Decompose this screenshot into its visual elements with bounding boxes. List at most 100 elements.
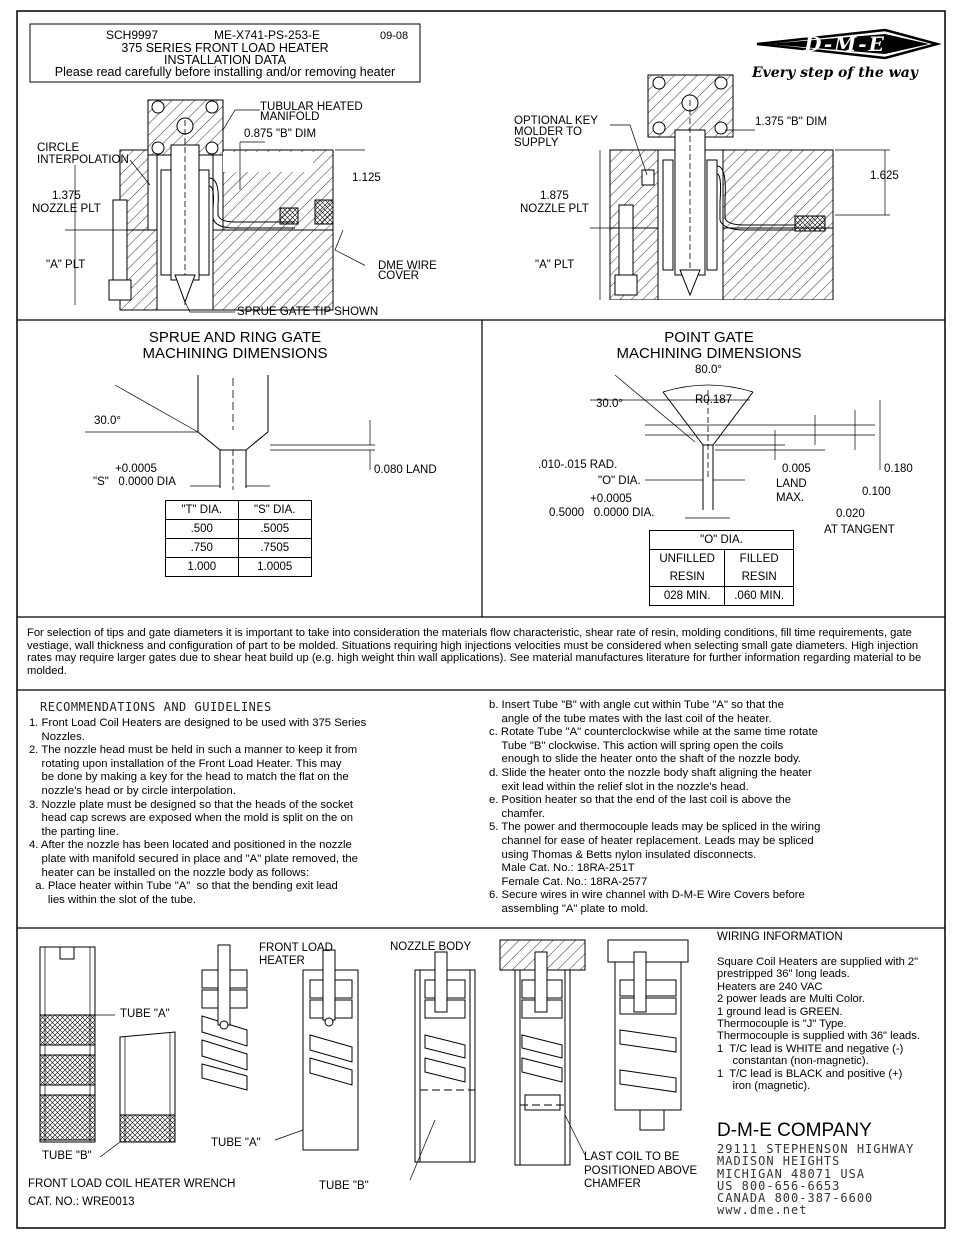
- list-item: 1 T/C lead is WHITE and negative (-): [717, 1042, 904, 1055]
- list-item: heater can be installed on the nozzle bo…: [29, 866, 310, 879]
- table-cell: UNFILLED: [648, 549, 726, 568]
- tube-b-label: TUBE "B": [42, 1150, 92, 1162]
- tube-b-label-2: TUBE "B": [319, 1180, 369, 1192]
- point-gate-radius: R0.187: [695, 394, 733, 406]
- t-dia-header: "T" DIA.: [165, 500, 239, 520]
- table-cell: RESIN: [724, 568, 794, 587]
- land-max-label-2: MAX.: [776, 492, 805, 504]
- list-item: US 800-656-6653: [717, 1178, 841, 1193]
- list-item: 1 ground lead is GREEN.: [717, 1005, 843, 1018]
- list-item: lies within the slot of the tube.: [29, 893, 197, 906]
- front-load-heater-label: FRONT LOAD HEATER: [259, 942, 333, 967]
- sprue-angle: 30.0°: [94, 415, 121, 427]
- point-gate-o-dia: "O" DIA.: [598, 475, 641, 487]
- list-item: MICHIGAN 48071 USA: [717, 1166, 866, 1181]
- recommendations-title: RECOMMENDATIONS AND GUIDELINES: [40, 700, 272, 714]
- tagline: Every step of the way: [752, 65, 918, 81]
- nozzle-plt-left: NOZZLE PLT: [32, 203, 101, 215]
- dim-1625: 1.625: [870, 170, 899, 182]
- list-item: 4. After the nozzle has been located and…: [29, 839, 352, 852]
- list-item: using Thomas & Betts nylon insulated dis…: [489, 848, 757, 861]
- at-tangent: AT TANGENT: [824, 524, 895, 536]
- a-plt-left: "A" PLT: [46, 259, 86, 271]
- svg-text:D-M-E: D-M-E: [803, 32, 886, 56]
- list-item: constantan (non-magnetic).: [717, 1055, 869, 1068]
- dim-0180: 0.180: [884, 463, 913, 475]
- s-dia-header: "S" DIA.: [237, 500, 313, 520]
- table-cell: FILLED: [724, 549, 794, 568]
- list-item: angle of the tube mates with the last co…: [489, 712, 772, 725]
- list-item: 1. Front Load Coil Heaters are designed …: [29, 717, 367, 729]
- b-dim-left: 0.875 "B" DIM: [244, 128, 317, 140]
- list-item: 2 power leads are Multi Color.: [717, 993, 865, 1006]
- nozzle-assembly-left: [65, 99, 365, 313]
- list-item: Nozzles.: [29, 730, 85, 743]
- table-cell: RESIN: [648, 568, 726, 587]
- list-item: the parting line.: [29, 825, 119, 838]
- sprue-s-dia: "S" 0.0000 DIA: [93, 476, 176, 488]
- table-cell: .500: [165, 519, 239, 539]
- wiring-title: WIRING INFORMATION: [717, 931, 843, 943]
- doc-date: 09-08: [380, 30, 409, 42]
- list-item: prestripped 36" long leads.: [717, 968, 850, 981]
- list-item: exit lead within the relief slot in the …: [489, 780, 749, 793]
- a-plt-right: "A" PLT: [535, 259, 575, 271]
- list-item: e. Position heater so that the end of th…: [489, 794, 792, 807]
- doc-code: ME-X741-PS-253-E: [214, 28, 321, 42]
- list-item: channel for ease of heater replacement. …: [489, 834, 814, 847]
- last-coil-label: LAST COIL TO BE POSITIONED ABOVE CHAMFER: [584, 1151, 698, 1190]
- list-item: c. Rotate Tube "A" counterclockwise whil…: [489, 726, 818, 739]
- list-item: 6. Secure wires in wire channel with D-M…: [489, 889, 805, 902]
- dme-logo: D-M-E: [756, 28, 942, 60]
- list-item: Male Cat. No.: 18RA-251T: [489, 862, 635, 875]
- nozzle-plt-dim-right: 1.875: [540, 190, 569, 202]
- point-gate-heading-1: POINT GATE: [664, 329, 754, 346]
- list-item: Tube "B" clockwise. This action will spr…: [489, 739, 784, 752]
- sprue-gate-drawing: [85, 375, 375, 490]
- tubular-manifold-label: TUBULAR HEATED MANIFOLD: [260, 101, 363, 123]
- table-cell: .750: [165, 538, 239, 558]
- table-cell: 1.000: [165, 557, 239, 577]
- table-cell: 028 MIN.: [648, 586, 726, 606]
- wrench-cat-no: CAT. NO.: WRE0013: [28, 1196, 135, 1208]
- sprue-tol-upper: +0.0005: [115, 463, 157, 475]
- land-max-value: 0.005: [782, 463, 811, 475]
- sprue-heading-2: MACHINING DIMENSIONS: [142, 345, 328, 362]
- b-dim-right: 1.375 "B" DIM: [755, 116, 828, 128]
- list-item: a. Place heater within Tube "A" so that …: [29, 880, 338, 893]
- sprue-heading-1: SPRUE AND RING GATE: [148, 329, 322, 346]
- list-item: Square Coil Heaters are supplied with 2": [717, 956, 919, 968]
- point-gate-rad: .010-.015 RAD.: [538, 459, 618, 471]
- list-item: Thermocouple is supplied with 36" leads.: [717, 1030, 920, 1043]
- list-item: www.dme.net: [717, 1203, 808, 1218]
- list-item: Thermocouple is "J" Type.: [717, 1018, 847, 1031]
- optional-key-label: OPTIONAL KEY MOLDER TO SUPPLY: [514, 115, 598, 149]
- table-cell: .060 MIN.: [724, 586, 794, 606]
- wrench-label: FRONT LOAD COIL HEATER WRENCH: [28, 1178, 236, 1190]
- selection-note: For selection of tips and gate diameters…: [27, 627, 922, 677]
- o-dia-table-header: "O" DIA.: [649, 530, 794, 550]
- list-item: 2. The nozzle head must be held in such …: [29, 744, 358, 757]
- point-gate-dia: 0.5000 0.0000 DIA.: [549, 507, 655, 519]
- list-item: be done by making a key for the head to …: [29, 771, 349, 784]
- list-item: CANADA 800-387-6600: [717, 1191, 874, 1206]
- dme-wire-cover-label: DME WIRE COVER: [378, 260, 437, 282]
- list-item: head cap screws are exposed when the mol…: [29, 812, 354, 825]
- list-item: assembling "A" plate to mold.: [489, 902, 649, 915]
- title-line-2: INSTALLATION DATA: [163, 53, 286, 67]
- list-item: Female Cat. No.: 18RA-2577: [489, 875, 648, 888]
- dim-0020: 0.020: [836, 508, 865, 520]
- table-cell: .5005: [237, 519, 313, 539]
- wrench-and-heater-drawings: [39, 939, 689, 1181]
- table-cell: 1.0005: [237, 557, 313, 577]
- list-item: 29111 STEPHENSON HIGHWAY: [717, 1142, 915, 1156]
- o-dia-table: "O" DIA. UNFILLED FILLED RESIN RESIN 028…: [648, 530, 794, 606]
- dim-1125: 1.125: [352, 172, 381, 184]
- list-item: Heaters are 240 VAC: [717, 980, 823, 993]
- recommendations-left: 1. Front Load Coil Heaters are designed …: [29, 717, 449, 907]
- nozzle-body-label: NOZZLE BODY: [390, 941, 472, 953]
- point-gate-angle-top: 80.0°: [695, 364, 722, 376]
- nozzle-plt-right: NOZZLE PLT: [520, 203, 589, 215]
- sprue-dia-table: "T" DIA. "S" DIA. .500 .5005 .750 .7505 …: [165, 500, 313, 577]
